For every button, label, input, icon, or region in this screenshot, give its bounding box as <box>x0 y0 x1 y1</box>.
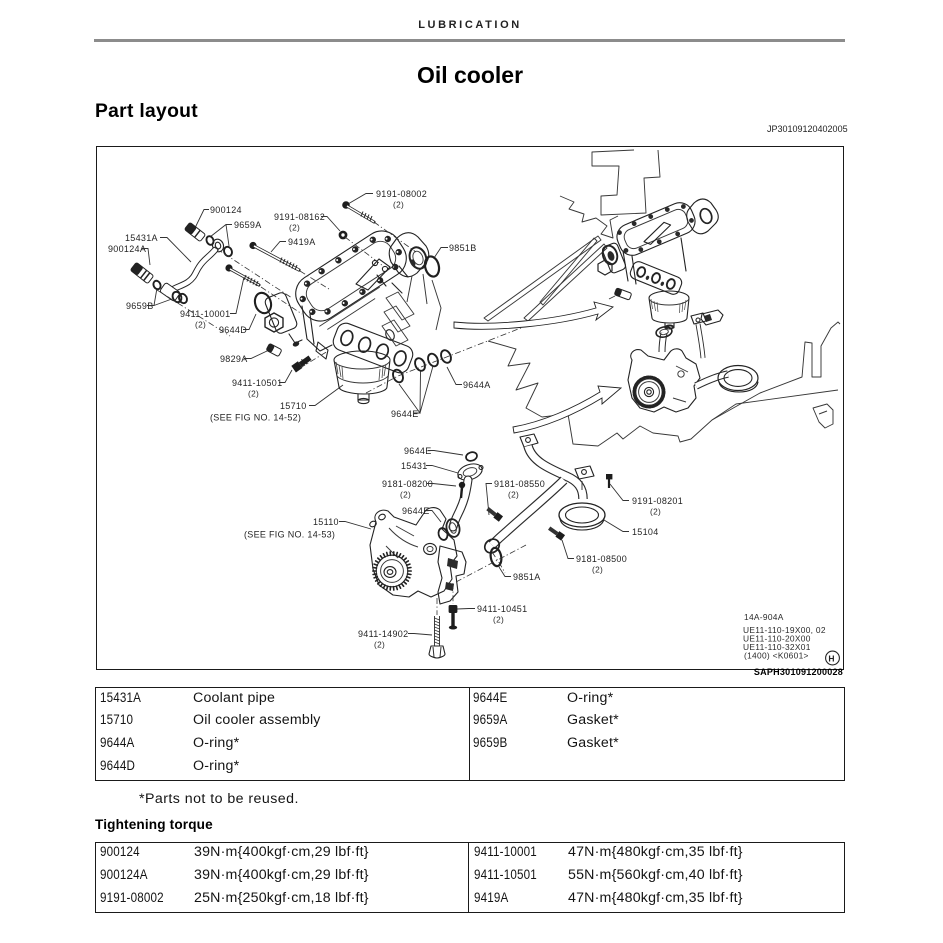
svg-text:9181-08200: 9181-08200 <box>382 479 433 489</box>
svg-text:(2): (2) <box>289 223 300 233</box>
svg-text:H: H <box>828 654 834 664</box>
svg-text:(2): (2) <box>592 565 603 575</box>
svg-text:15431: 15431 <box>401 461 428 471</box>
svg-text:9411-10501: 9411-10501 <box>232 378 282 388</box>
svg-text:9851B: 9851B <box>449 243 477 253</box>
svg-text:15110: 15110 <box>313 517 339 527</box>
svg-text:9659B: 9659B <box>126 301 154 311</box>
svg-text:900124A: 900124A <box>108 244 146 254</box>
svg-text:9191-08162: 9191-08162 <box>274 212 325 222</box>
svg-text:9411-14902: 9411-14902 <box>358 629 408 639</box>
svg-text:(2): (2) <box>493 615 504 625</box>
svg-text:(2): (2) <box>650 507 661 517</box>
svg-text:9659A: 9659A <box>234 220 262 230</box>
svg-text:(2): (2) <box>195 320 206 330</box>
svg-text:9644E: 9644E <box>391 409 419 419</box>
svg-text:(2): (2) <box>393 200 404 210</box>
svg-text:9829A: 9829A <box>220 354 248 364</box>
svg-text:9644E: 9644E <box>404 446 432 456</box>
svg-text:9181-08550: 9181-08550 <box>494 479 545 489</box>
svg-text:9851A: 9851A <box>513 572 541 582</box>
svg-text:(SEE FIG NO. 14-53): (SEE FIG NO. 14-53) <box>244 530 335 540</box>
svg-text:9181-08500: 9181-08500 <box>576 554 627 564</box>
svg-text:(2): (2) <box>374 640 385 650</box>
svg-text:UE11-110-19X00, 02: UE11-110-19X00, 02 <box>743 625 826 635</box>
svg-text:(2): (2) <box>248 389 259 399</box>
svg-text:9411-10451: 9411-10451 <box>477 604 527 614</box>
svg-text:(2): (2) <box>508 490 519 500</box>
svg-text:14A-904A: 14A-904A <box>744 612 784 622</box>
svg-text:15431A: 15431A <box>125 233 158 243</box>
svg-text:(SEE FIG NO. 14-52): (SEE FIG NO. 14-52) <box>210 413 301 423</box>
svg-text:9419A: 9419A <box>288 237 316 247</box>
svg-text:9644D: 9644D <box>219 325 247 335</box>
svg-text:9644A: 9644A <box>463 380 491 390</box>
svg-text:900124: 900124 <box>210 205 242 215</box>
svg-text:9191-08201: 9191-08201 <box>632 496 683 506</box>
svg-text:15710: 15710 <box>280 401 307 411</box>
svg-text:9644E: 9644E <box>402 506 430 516</box>
svg-text:(2): (2) <box>400 490 411 500</box>
svg-text:15104: 15104 <box>632 527 659 537</box>
svg-text:UE11-110-32X01: UE11-110-32X01 <box>743 642 811 652</box>
svg-text:9411-10001: 9411-10001 <box>180 309 230 319</box>
svg-text:9191-08002: 9191-08002 <box>376 189 427 199</box>
svg-text:UE11-110-20X00: UE11-110-20X00 <box>743 634 811 644</box>
svg-text:(1400) <K0601>: (1400) <K0601> <box>744 651 809 661</box>
